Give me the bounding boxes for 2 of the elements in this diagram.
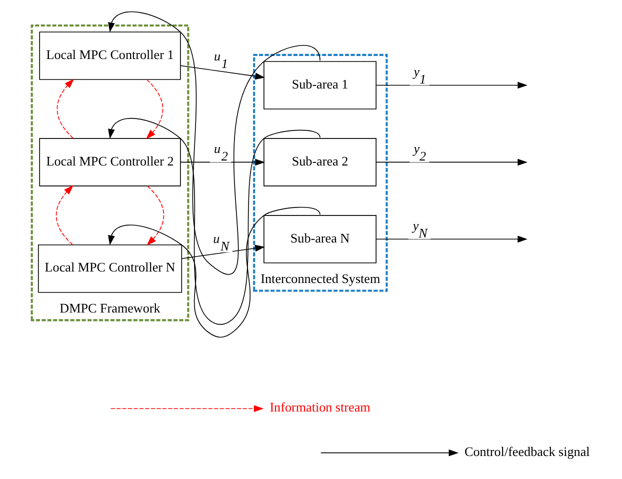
legend-label: Information stream <box>270 400 370 415</box>
legend-label: Control/feedback signal <box>464 444 590 459</box>
